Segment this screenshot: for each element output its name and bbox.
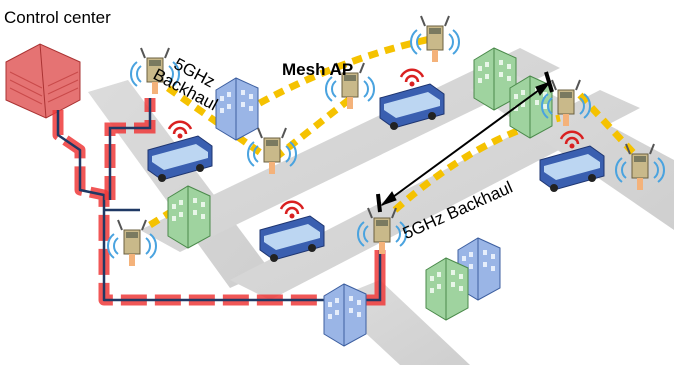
control-center-label: Control center <box>4 8 111 27</box>
building-icon <box>425 257 469 321</box>
building-icon <box>323 283 367 347</box>
road-left <box>88 80 270 288</box>
road-middle <box>140 48 560 252</box>
building-icon <box>167 185 211 249</box>
wireless-link-1 <box>165 85 271 161</box>
mesh-ap-label: Mesh AP <box>282 60 354 79</box>
backhaul-distance-arrow <box>376 71 554 213</box>
wireless-link-2 <box>228 34 436 124</box>
control-center-building <box>5 43 81 119</box>
wireless-link-6 <box>577 92 643 163</box>
road-front <box>230 90 640 300</box>
wireless-ap-icon <box>410 15 460 63</box>
